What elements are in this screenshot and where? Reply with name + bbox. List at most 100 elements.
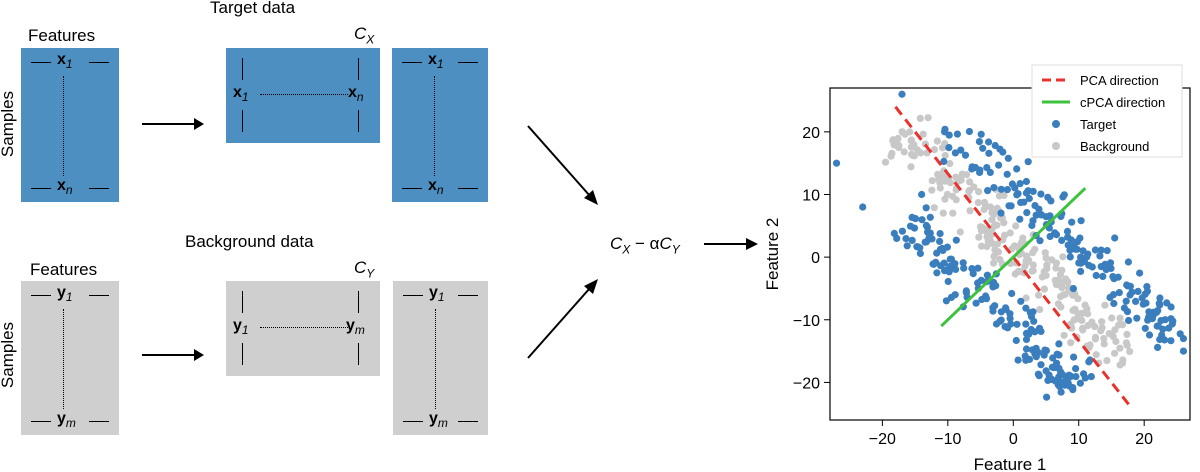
background-point (1060, 331, 1068, 339)
background-point (984, 230, 992, 238)
x-tick-label: 10 (1070, 431, 1088, 448)
target-point (1132, 297, 1140, 305)
background-point (887, 152, 895, 160)
background-point (949, 192, 957, 200)
background-point (975, 233, 983, 241)
target-point (945, 268, 953, 276)
col-line (242, 343, 243, 365)
target-point (1069, 384, 1077, 392)
target-point (1058, 371, 1067, 379)
col-line (358, 58, 359, 80)
target-point (1037, 361, 1045, 369)
target-point (1029, 308, 1037, 316)
target-point (953, 130, 961, 138)
background-point (1043, 265, 1051, 273)
target-point (944, 277, 952, 286)
target-point (974, 264, 982, 272)
target-point (986, 168, 994, 176)
target-point (997, 209, 1005, 217)
target-point (1150, 308, 1158, 316)
background-point (982, 201, 990, 209)
background-point (1069, 291, 1077, 299)
target-point (1157, 317, 1165, 325)
row-line (458, 295, 478, 296)
target-point (921, 238, 929, 246)
row-line (31, 295, 51, 296)
target-point (918, 216, 926, 224)
background-point (1111, 349, 1119, 357)
background-data-matrix: y1 ym (21, 281, 119, 435)
background-point (1014, 267, 1023, 275)
background-point (994, 248, 1003, 256)
target-point (979, 144, 987, 152)
bg-cov-last-vector: ym (346, 317, 365, 338)
background-point (1091, 333, 1100, 341)
target-point (1062, 377, 1070, 385)
target-features-label: Features (28, 26, 96, 45)
target-point (1123, 308, 1132, 316)
target-point (1056, 382, 1064, 391)
dotted-connector (260, 94, 348, 95)
row-line (31, 62, 51, 63)
row-line (89, 188, 109, 189)
col-line (242, 291, 243, 313)
background-point (1058, 266, 1066, 274)
cpca-direction-line (940, 187, 1087, 328)
row-line (458, 62, 478, 63)
target-point (990, 184, 998, 192)
target-point (977, 130, 985, 138)
x-tick-label: −20 (869, 431, 896, 448)
target-point (1099, 272, 1107, 280)
target-point (1066, 246, 1074, 254)
target-covariance-matrix: x1 xn (226, 48, 380, 143)
target-point (926, 213, 934, 221)
target-point (1145, 331, 1154, 339)
target-point (960, 264, 968, 272)
target-point (1022, 345, 1031, 353)
target-point (1092, 271, 1100, 280)
target-point (1065, 371, 1073, 379)
target-point (1141, 324, 1149, 332)
y-tick-label: 0 (811, 250, 820, 267)
background-point (901, 130, 909, 138)
target-point (1055, 351, 1063, 359)
col-line (358, 343, 359, 365)
target-point (1013, 165, 1021, 173)
target-point (997, 185, 1005, 193)
background-point (1078, 309, 1086, 317)
target-point (1008, 289, 1016, 298)
target-point (1156, 294, 1164, 302)
target-point (941, 128, 949, 136)
background-data-copy: y1 ym (393, 281, 488, 435)
contrastive-formula: CX − αCY (610, 234, 680, 257)
background-point (1054, 300, 1062, 308)
target-point (1070, 353, 1078, 361)
background-data-title: Background data (185, 232, 314, 251)
background-point (1084, 322, 1092, 330)
target-point (989, 283, 997, 291)
target-data-matrix: x1 xn (21, 48, 119, 202)
bg-cov-first-vector: y1 (233, 317, 249, 338)
target-point (968, 163, 976, 171)
target-point (1029, 217, 1037, 225)
target-point (1109, 291, 1118, 299)
target-point (1017, 297, 1025, 305)
target-point (972, 299, 980, 307)
target-point (1167, 303, 1175, 311)
target-point (1028, 346, 1036, 354)
target-point (922, 204, 930, 212)
dotted-connector (63, 76, 64, 176)
arrow-background-to-cov (142, 349, 204, 361)
target-point (933, 249, 941, 257)
target-point (932, 258, 940, 266)
target-point (959, 259, 967, 267)
row-line (403, 421, 423, 422)
target-point (984, 187, 992, 195)
target-point (1169, 317, 1177, 325)
background-point (977, 223, 985, 231)
target-point (1068, 218, 1076, 226)
background-point (1123, 341, 1131, 349)
row-line (31, 421, 51, 422)
target-point (1124, 258, 1132, 266)
